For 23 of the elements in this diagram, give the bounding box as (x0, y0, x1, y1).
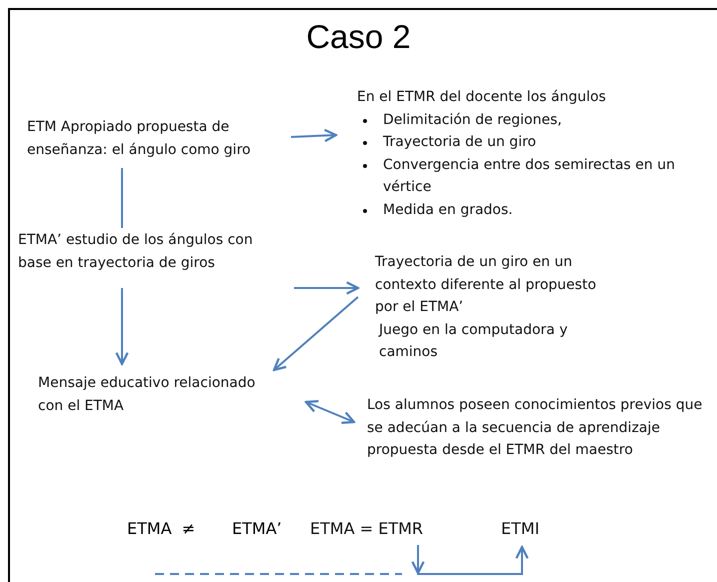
node-text: Los alumnos poseen conocimientos previos que se adecúan a la secuencia de aprendizaje propuesta desde el ETMR del maestro (367, 396, 704, 460)
bullet-item: Convergencia entre dos semirectas en un vértice (383, 156, 675, 195)
arrow (290, 128, 338, 142)
arrow (272, 296, 359, 372)
formula-text: ETMA ≠ (127, 518, 196, 540)
node-text: ETM Apropiado propuesta de enseñanza: el ángulo como giro (27, 118, 252, 160)
node-text: Trayectoria de un giro en un contexto diferente al propuesto por el ETMA’ (375, 253, 598, 317)
arrow (115, 288, 129, 366)
bullet-item: Trayectoria de un giro (383, 134, 536, 150)
arrow (417, 545, 529, 575)
arrow (411, 545, 425, 574)
heading-text: En el ETMR del docente los ángulos (357, 88, 607, 107)
title: Caso 2 (305, 18, 412, 56)
node-text: Mensaje educativo relacionado con el ETMA (38, 374, 256, 416)
node-text: ETMA’ estudio de los ángulos con base en trayectoria de giros (18, 231, 254, 272)
arrow (304, 400, 356, 424)
node-text: ETMA = ETMR (310, 518, 424, 540)
node-text: ETMI (501, 518, 540, 540)
formula-text: ETMA’ (232, 518, 282, 540)
bullet-item: Delimitación de regiones, (383, 112, 562, 128)
node-text: Juego en la computadora y caminos (377, 320, 569, 362)
bullet-item: Medida en grados. (383, 202, 513, 218)
arrow (294, 281, 360, 295)
